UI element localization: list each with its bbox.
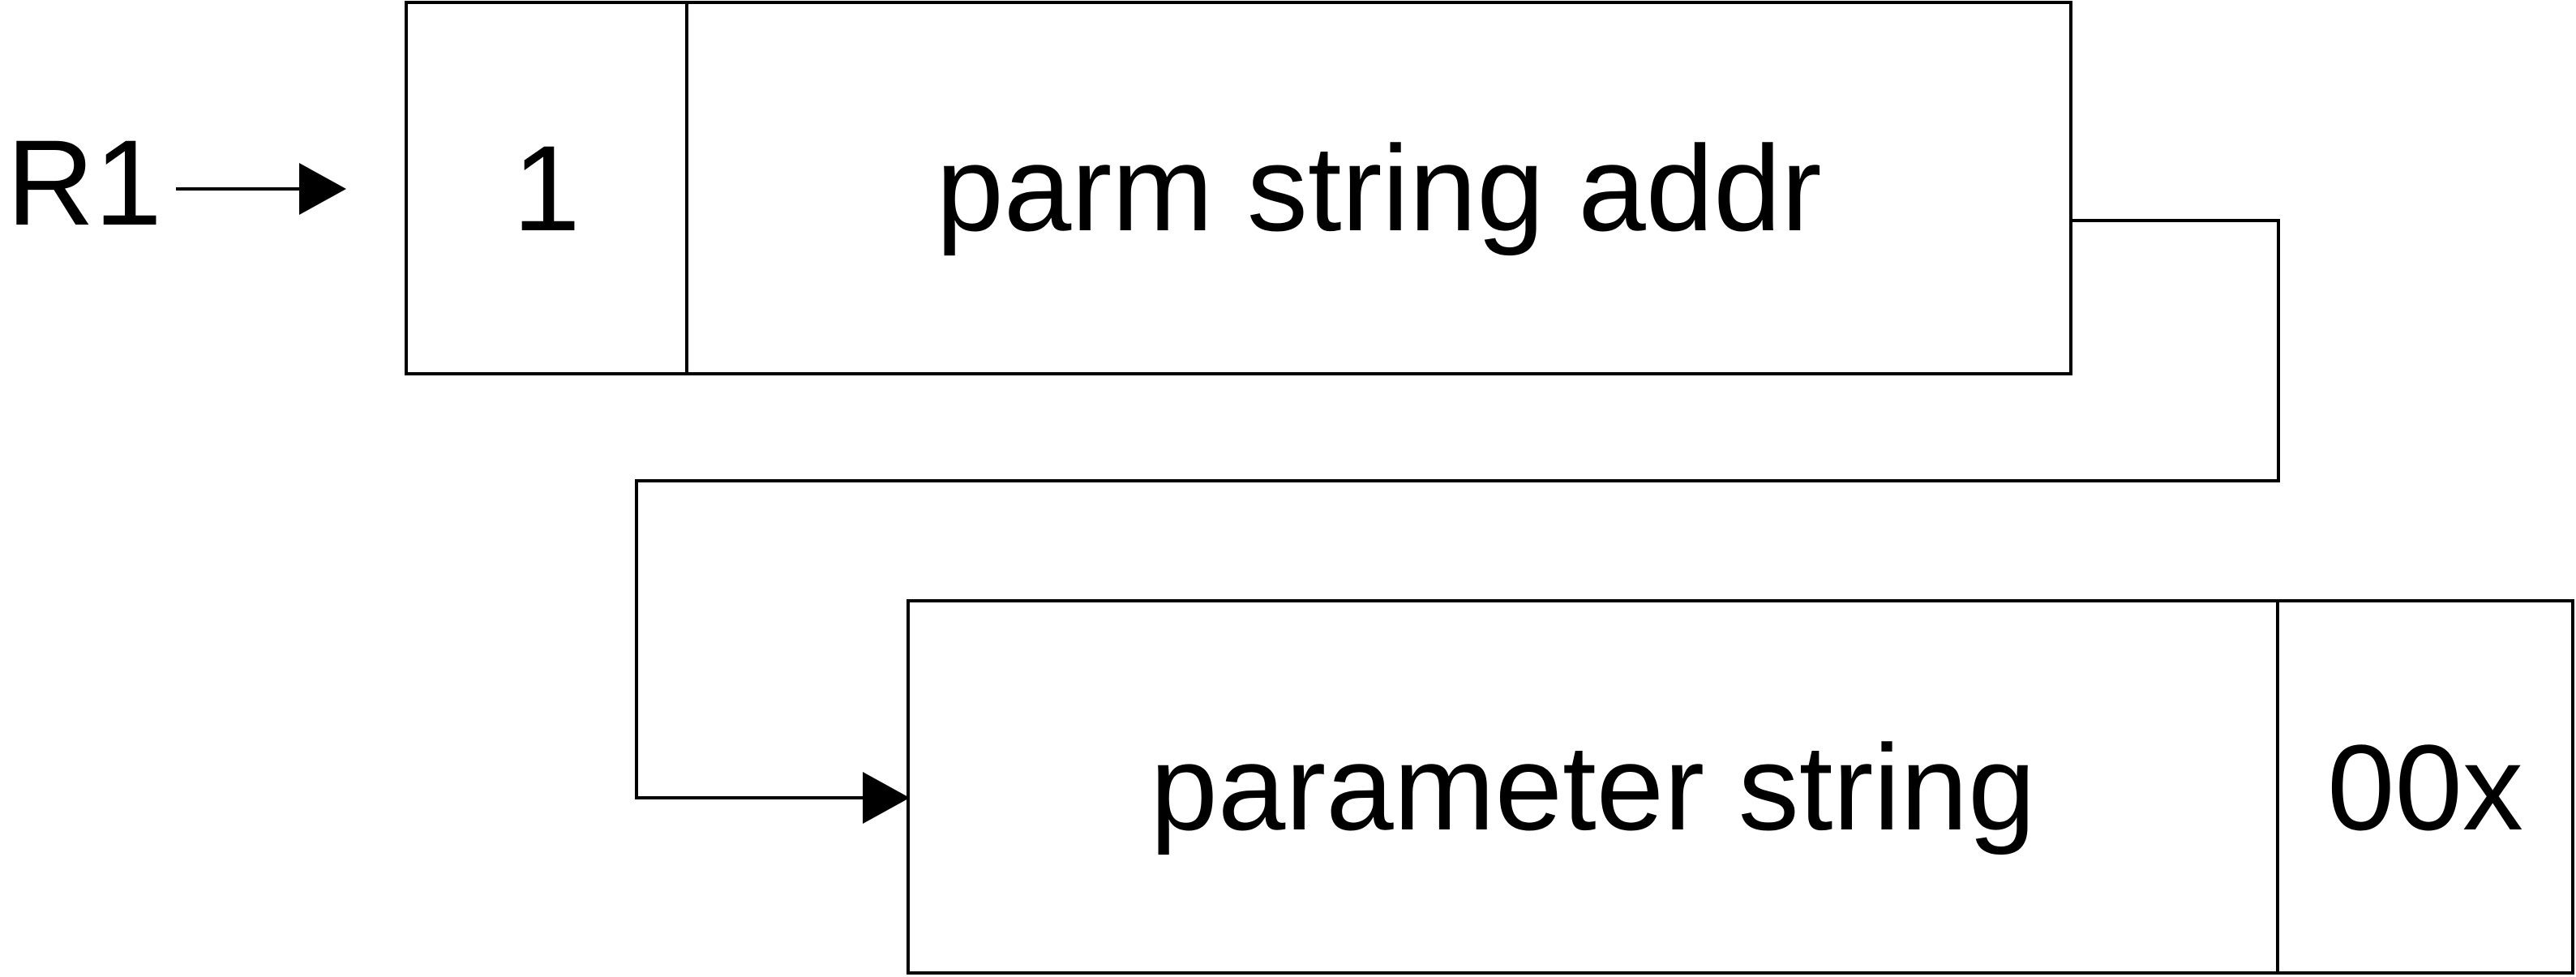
parameter-terminator-cell: 00x [2276,602,2571,971]
connector-segment-right-horizontal [2069,219,2280,222]
parm-pointer-flag-cell: 1 [512,120,581,256]
register-r1-label: R1 [6,114,162,251]
r1-arrow-shaft [176,187,304,191]
parameter-string-box: parameter string 00x [907,599,2574,975]
r1-arrowhead-icon [299,163,346,215]
connector-arrowhead-icon [863,772,910,824]
connector-arrow-shaft [635,796,864,799]
parm-pointer-box: 1 parm string addr [405,1,2072,375]
connector-segment-long-horizontal [635,479,2280,482]
connector-segment-right-vertical [2277,219,2280,482]
connector-segment-left-vertical [635,479,638,799]
parm-pointer-addr-cell: parm string addr [685,4,2069,372]
parameter-string-cell: parameter string [1150,718,2036,855]
